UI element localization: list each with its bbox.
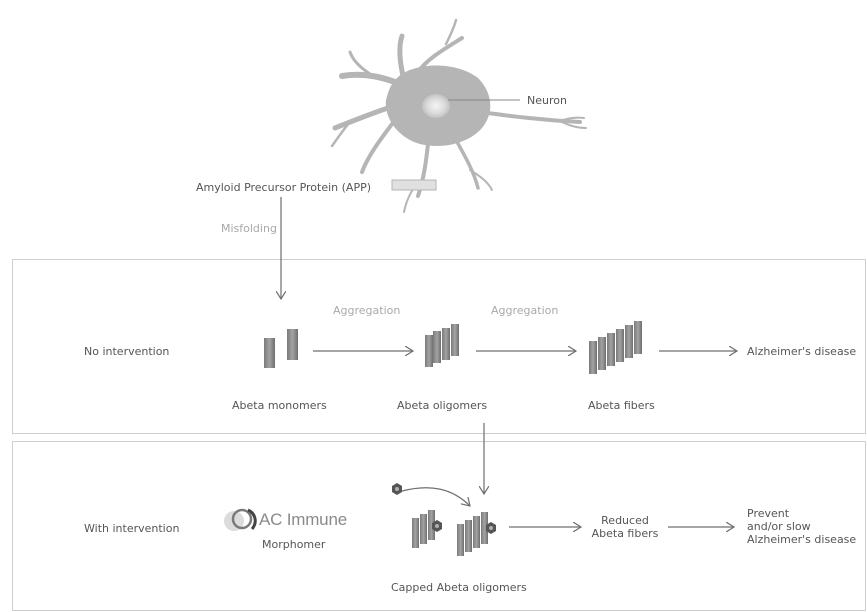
morphomer-label: Morphomer bbox=[262, 538, 326, 551]
capped-oligomer-2 bbox=[457, 512, 496, 556]
misfolding-label: Misfolding bbox=[221, 222, 277, 235]
reduced-line-1: Reduced bbox=[601, 514, 649, 527]
reduced-fibers-label: Reduced Abeta fibers bbox=[588, 514, 662, 540]
alzheimers-label: Alzheimer's disease bbox=[747, 345, 857, 358]
abeta-oligomers bbox=[425, 324, 459, 367]
aggregation-label-1: Aggregation bbox=[333, 304, 401, 317]
prevent-line-1: Prevent bbox=[747, 507, 790, 520]
app-membrane-box bbox=[391, 179, 437, 191]
abeta-oligomers-label: Abeta oligomers bbox=[397, 399, 488, 412]
ac-immune-logo-mark bbox=[224, 508, 257, 531]
app-label: Amyloid Precursor Protein (APP) bbox=[196, 181, 372, 194]
neuron-cell bbox=[330, 18, 587, 213]
capped-oligomer-1 bbox=[412, 510, 442, 548]
morphomer-molecule bbox=[392, 483, 402, 495]
prevent-line-3: Alzheimer's disease bbox=[747, 533, 857, 546]
with-intervention-label: With intervention bbox=[84, 522, 180, 535]
aggregation-label-2: Aggregation bbox=[491, 304, 559, 317]
neuron-label: Neuron bbox=[527, 94, 567, 107]
abeta-monomers-label: Abeta monomers bbox=[232, 399, 327, 412]
arrow-morphomer-to-oligomer bbox=[401, 487, 470, 506]
prevent-line-2: and/or slow bbox=[747, 520, 811, 533]
abeta-fibers-label: Abeta fibers bbox=[588, 399, 655, 412]
reduced-line-2: Abeta fibers bbox=[591, 527, 659, 540]
abeta-fibers bbox=[589, 321, 642, 374]
abeta-monomers bbox=[264, 329, 298, 368]
prevent-label: Prevent and/or slow Alzheimer's disease bbox=[747, 507, 856, 546]
capped-oligomers-label: Capped Abeta oligomers bbox=[391, 581, 527, 594]
no-intervention-label: No intervention bbox=[84, 345, 170, 358]
ac-immune-logo-text: AC Immune bbox=[259, 510, 347, 529]
